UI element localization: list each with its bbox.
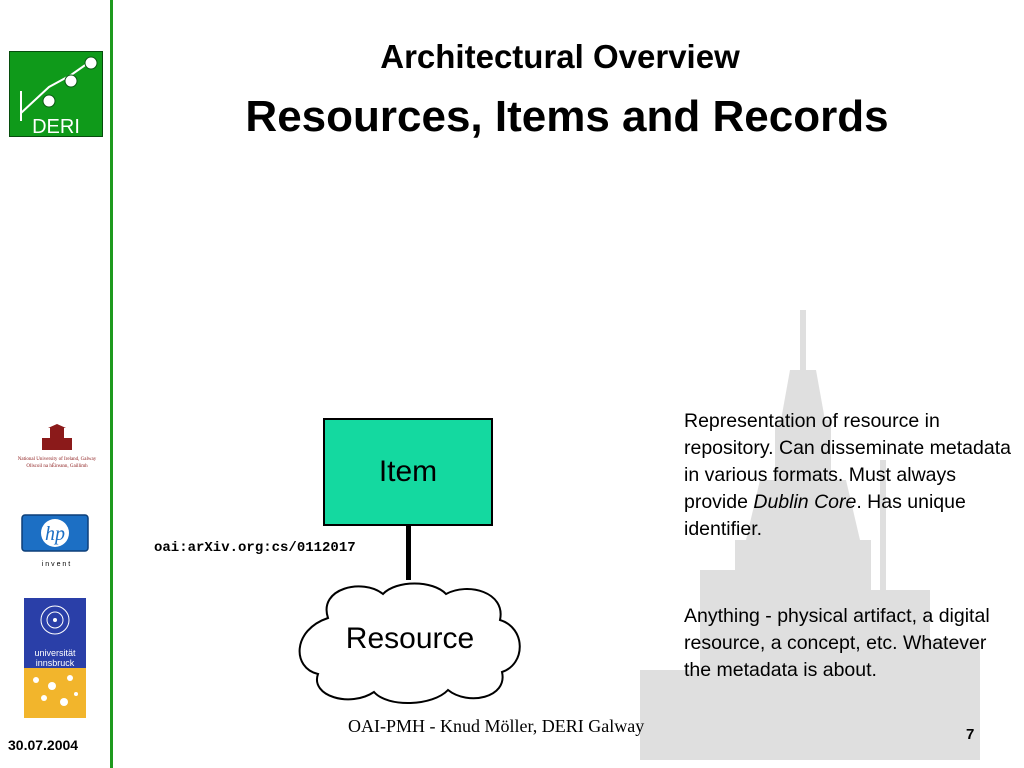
slide-footer: OAI-PMH - Knud Möller, DERI Galway [348, 716, 645, 736]
resource-description: Anything - physical artifact, a digital … [684, 605, 990, 681]
svg-text:innsbruck: innsbruck [36, 658, 75, 668]
item-resource-connector [406, 526, 411, 580]
svg-text:Ollscoil na hÉireann, Gaillimh: Ollscoil na hÉireann, Gaillimh [26, 463, 88, 469]
resource-label: Resource [345, 622, 475, 655]
svg-text:universität: universität [34, 648, 76, 658]
nui-galway-logo: National University of Ireland, Galway O… [18, 424, 97, 469]
item-description: Representation of resource in repository… [684, 408, 1014, 543]
slide-subtitle: Resources, Items and Records [245, 92, 889, 141]
item-label: Item [378, 455, 438, 488]
hp-logo: hp i n v e n t [21, 514, 89, 568]
svg-text:hp: hp [45, 523, 65, 545]
oai-identifier: oai:arXiv.org:cs/0112017 [154, 540, 356, 556]
item-description-tail: . Has unique identifier. [684, 491, 966, 540]
item-description-text: Representation of resource in repository… [684, 410, 1011, 513]
slide-title: Architectural Overview [380, 38, 740, 75]
svg-text:i n v e n t: i n v e n t [42, 561, 70, 568]
item-box: Item [323, 418, 493, 526]
slide-date: 30.07.2004 [8, 737, 79, 753]
innsbruck-logo: universität innsbruck [24, 598, 86, 718]
dublin-core-term: Dublin Core [753, 491, 857, 513]
left-accent-bar [110, 0, 113, 768]
resource-cloud [298, 582, 521, 704]
tower-watermark [640, 310, 980, 760]
svg-text:DERI: DERI [32, 116, 80, 137]
svg-text:National University of Ireland: National University of Ireland, Galway [18, 457, 97, 462]
page-number: 7 [966, 726, 975, 743]
deri-logo: DERI [9, 51, 103, 137]
